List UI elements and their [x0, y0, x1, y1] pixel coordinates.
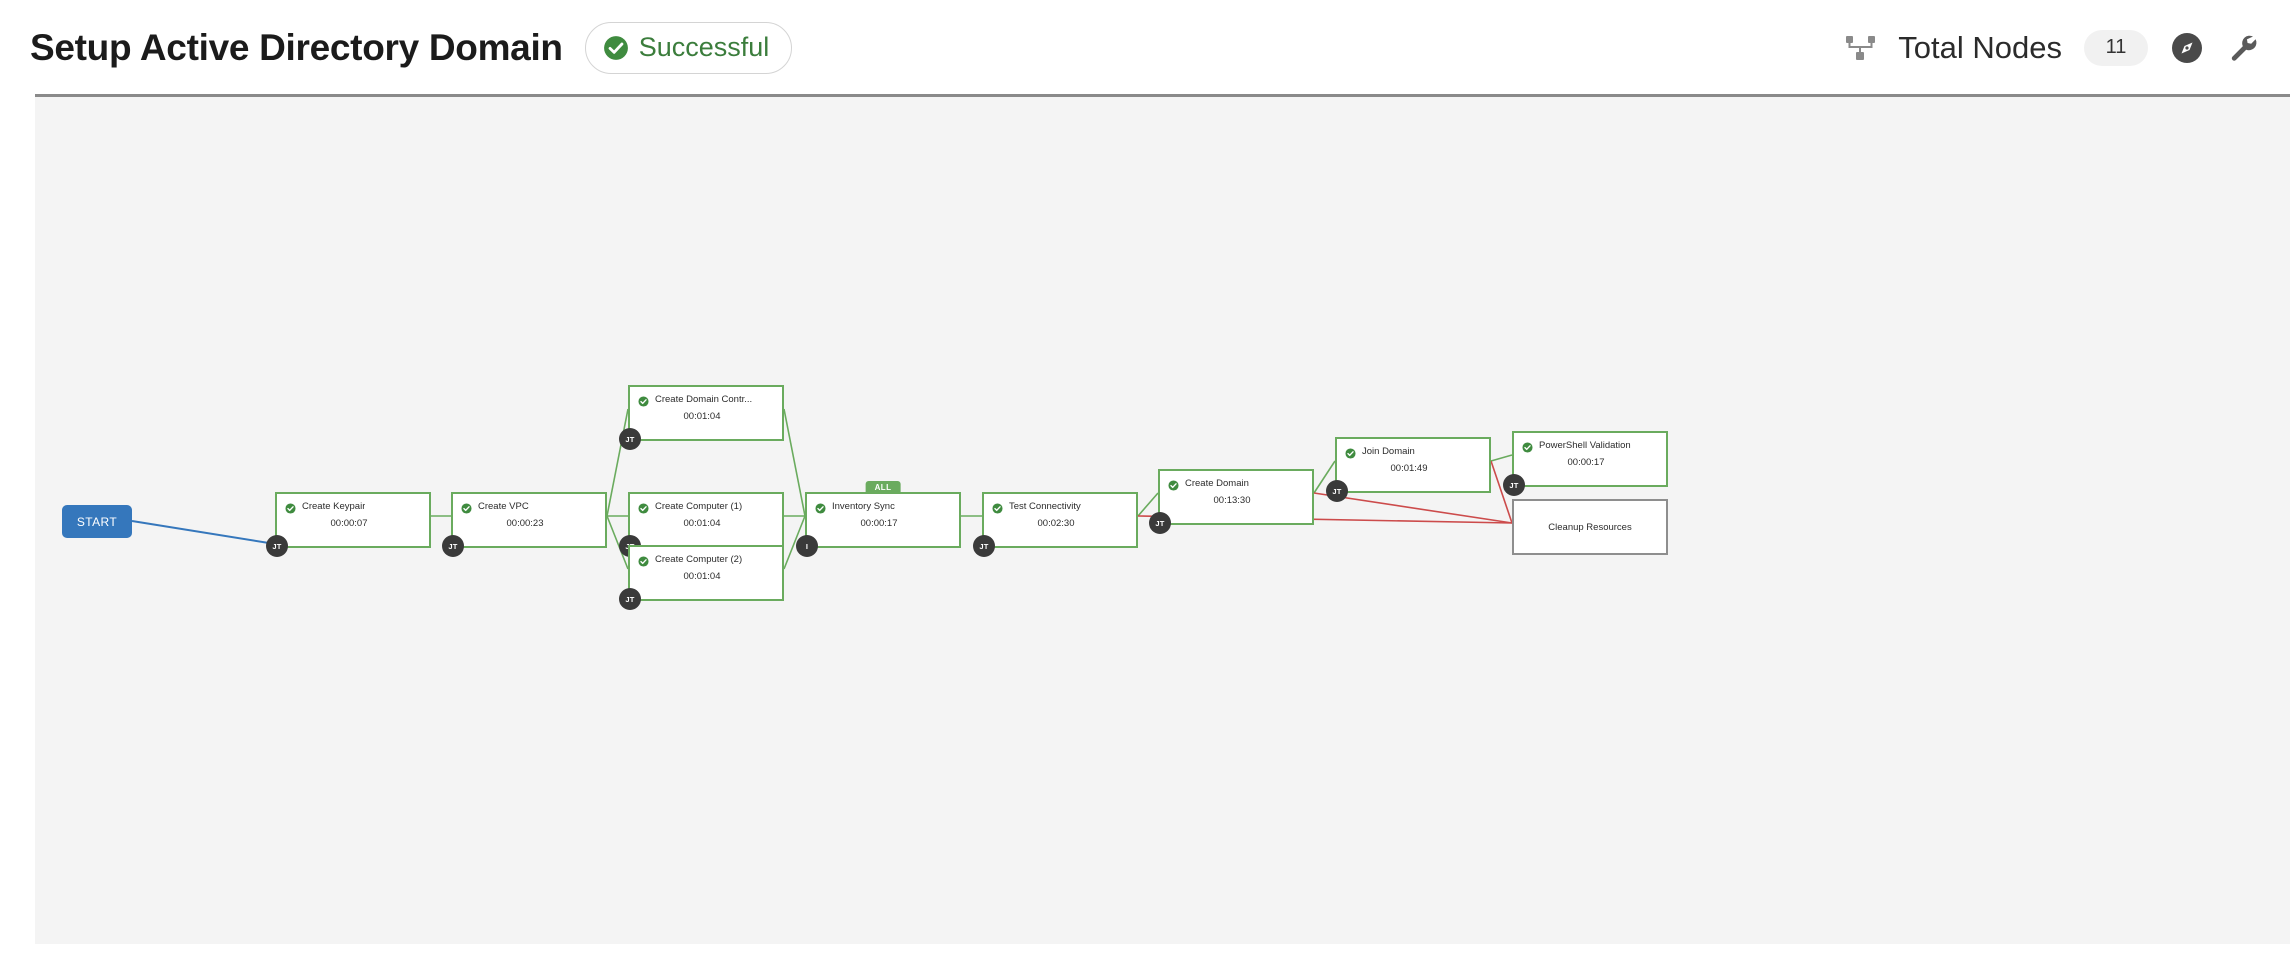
node-title: Inventory Sync — [832, 501, 895, 512]
header-divider — [35, 94, 2290, 97]
edge-create-vpc-to-create-domain-controller — [606, 408, 629, 517]
wrench-icon[interactable] — [2226, 31, 2260, 65]
edge-test-connectivity-to-create-domain — [1137, 492, 1159, 517]
check-circle-icon — [992, 501, 1003, 514]
node-duration: 00:00:23 — [506, 518, 544, 529]
node-title-row: Create Domain — [1160, 471, 1312, 491]
check-circle-icon — [1522, 440, 1533, 453]
node-title-row: Create Keypair — [277, 494, 429, 514]
edge-create-vpc-to-create-computer-2 — [606, 515, 629, 570]
node-type-badge[interactable]: JT — [1326, 480, 1348, 502]
header-left-group: Setup Active Directory Domain Successful — [30, 21, 793, 74]
node-type-badge[interactable]: JT — [442, 535, 464, 557]
node-title: Join Domain — [1362, 446, 1415, 457]
edge-create-domain-to-join-domain — [1313, 460, 1336, 494]
status-badge-label: Successful — [638, 32, 770, 62]
node-type-badge[interactable]: JT — [266, 535, 288, 557]
node-title: Cleanup Resources — [1548, 521, 1632, 533]
node-title-row: Create Computer (2) — [630, 547, 782, 567]
node-title-row: Test Connectivity — [984, 494, 1136, 514]
compass-icon[interactable] — [2170, 31, 2204, 65]
check-circle-icon — [461, 501, 472, 514]
total-nodes-count-badge: 11 — [2084, 29, 2148, 66]
header-right-group: Total Nodes 11 — [1846, 0, 2260, 95]
node-title-row: Inventory Sync — [807, 494, 959, 514]
total-nodes-label: Total Nodes — [1898, 29, 2062, 65]
sitemap-icon[interactable] — [1846, 35, 1876, 61]
edge-create-domain-to-cleanup-resources — [1313, 492, 1513, 524]
node-type-badge[interactable]: JT — [619, 428, 641, 450]
node-title: Create Domain Contr... — [655, 394, 753, 405]
node-duration: 00:02:30 — [1037, 518, 1075, 529]
edge-join-domain-to-cleanup-resources — [1490, 460, 1513, 524]
check-circle-icon — [638, 554, 649, 567]
node-duration: 00:01:04 — [683, 411, 721, 422]
node-type-badge[interactable]: I — [796, 535, 818, 557]
node-type-badge[interactable]: JT — [1503, 474, 1525, 496]
check-circle-icon — [285, 501, 296, 514]
edge-create-domain-controller-to-inventory-sync — [783, 408, 806, 517]
node-type-badge[interactable]: JT — [619, 588, 641, 610]
node-type-badge[interactable]: JT — [1149, 512, 1171, 534]
status-badge: Successful — [584, 21, 793, 74]
node-title-row: Join Domain — [1337, 439, 1489, 459]
page-header: Setup Active Directory Domain Successful — [0, 0, 2290, 95]
node-duration: 00:00:17 — [860, 518, 898, 529]
node-duration: 00:01:49 — [1390, 463, 1428, 474]
check-circle-icon — [1345, 446, 1356, 459]
node-type-badge[interactable]: JT — [973, 535, 995, 557]
check-circle-icon — [1168, 478, 1179, 491]
node-tag-all: ALL — [865, 481, 901, 494]
node-title: Test Connectivity — [1009, 501, 1081, 512]
edge-create-computer-2-to-inventory-sync — [783, 515, 806, 570]
node-title-row: Create Domain Contr... — [630, 387, 782, 407]
start-node[interactable]: START — [62, 505, 132, 538]
edge-layer — [131, 408, 1513, 570]
node-title-row: PowerShell Validation — [1514, 433, 1666, 453]
workflow-node-cleanup-resources[interactable]: Cleanup Resources — [1512, 499, 1668, 555]
node-title: PowerShell Validation — [1539, 440, 1631, 451]
edge-join-domain-to-powershell-validation — [1490, 454, 1513, 462]
node-duration: 00:01:04 — [683, 518, 721, 529]
node-duration: 00:00:07 — [330, 518, 368, 529]
check-circle-icon — [638, 394, 649, 407]
page-title: Setup Active Directory Domain — [30, 26, 563, 68]
edge-start-to-create-keypair — [131, 520, 276, 545]
node-title: Create Computer (1) — [655, 501, 743, 512]
node-duration: 00:01:04 — [683, 571, 721, 582]
node-duration: 00:00:17 — [1567, 457, 1605, 468]
node-title: Create Domain — [1185, 478, 1249, 489]
check-circle-icon — [603, 35, 629, 61]
node-title: Create Computer (2) — [655, 554, 743, 565]
node-title: Create VPC — [478, 501, 529, 512]
node-title-row: Create VPC — [453, 494, 605, 514]
node-title: Create Keypair — [302, 501, 366, 512]
node-duration: 00:13:30 — [1213, 495, 1251, 506]
check-circle-icon — [815, 501, 826, 514]
check-circle-icon — [638, 501, 649, 514]
node-title-row: Create Computer (1) — [630, 494, 782, 514]
